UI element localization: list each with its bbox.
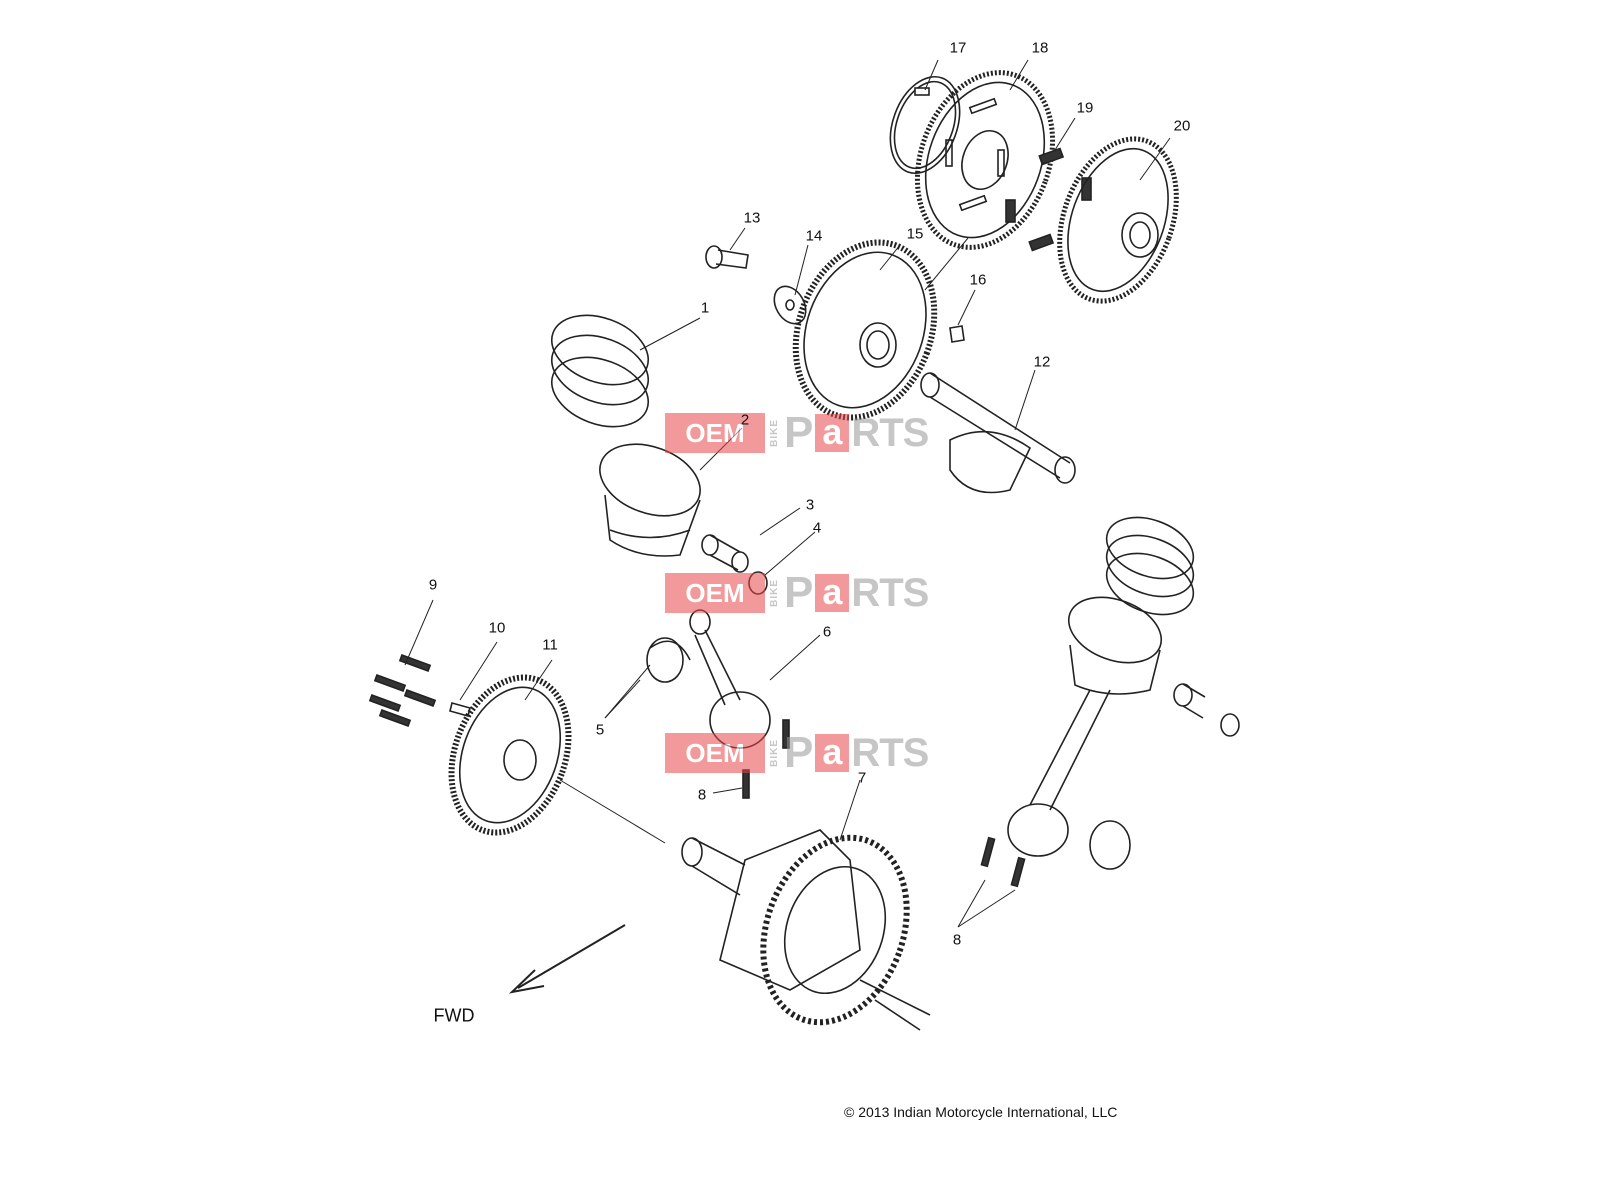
leader-lines xyxy=(404,59,1171,928)
part-11-gear xyxy=(448,674,572,836)
callout-17[interactable]: 17 xyxy=(949,39,967,57)
callout-20[interactable]: 20 xyxy=(1173,117,1191,135)
part-8-bolts-a xyxy=(742,719,790,799)
fwd-arrow xyxy=(508,924,626,994)
part-12-balance-shaft xyxy=(920,372,1076,494)
part-17-snap-ring xyxy=(889,75,961,175)
callout-8b[interactable]: 8 xyxy=(952,931,962,949)
part-19-springs xyxy=(1005,147,1092,252)
callout-19[interactable]: 19 xyxy=(1076,99,1094,117)
part-13-bolt xyxy=(705,245,749,269)
part-16-key xyxy=(949,325,965,343)
part-4-clip xyxy=(748,571,768,595)
part-1-piston-rings xyxy=(550,314,650,428)
callout-7[interactable]: 7 xyxy=(857,769,867,787)
part-14-washer xyxy=(773,285,807,325)
part-2-piston xyxy=(599,443,701,557)
part-20-gear xyxy=(1057,136,1179,304)
callout-11[interactable]: 11 xyxy=(542,636,558,654)
callout-2[interactable]: 2 xyxy=(740,411,750,429)
part-7-crankshaft xyxy=(681,829,931,1031)
callout-10[interactable]: 10 xyxy=(488,619,506,637)
callout-8a[interactable]: 8 xyxy=(697,786,707,804)
callout-14[interactable]: 14 xyxy=(805,227,823,245)
callout-12[interactable]: 12 xyxy=(1033,353,1051,371)
callout-5[interactable]: 5 xyxy=(595,721,605,739)
part-6-connecting-rod xyxy=(689,609,771,749)
copyright-symbol: © xyxy=(844,1104,855,1120)
part-5-bearings xyxy=(646,637,691,683)
callout-1[interactable]: 1 xyxy=(700,299,710,317)
copyright-notice: © 2013 Indian Motorcycle International, … xyxy=(844,1104,1117,1120)
copyright-text: 2013 Indian Motorcycle International, LL… xyxy=(858,1104,1118,1120)
callout-13[interactable]: 13 xyxy=(743,209,761,227)
second-piston-assembly xyxy=(1007,516,1240,870)
callout-6[interactable]: 6 xyxy=(822,623,832,641)
part-10-dowel xyxy=(449,702,471,717)
callout-4[interactable]: 4 xyxy=(812,519,822,537)
callout-15[interactable]: 15 xyxy=(906,225,924,243)
part-3-wrist-pin xyxy=(701,534,749,573)
fwd-label: FWD xyxy=(433,1005,475,1026)
callout-9[interactable]: 9 xyxy=(428,576,438,594)
callout-18[interactable]: 18 xyxy=(1031,39,1049,57)
callout-3[interactable]: 3 xyxy=(805,496,815,514)
part-15-gear xyxy=(792,239,938,421)
callout-16[interactable]: 16 xyxy=(969,271,987,289)
part-8-bolts-b xyxy=(980,836,1026,888)
part-9-bolts xyxy=(368,654,437,727)
